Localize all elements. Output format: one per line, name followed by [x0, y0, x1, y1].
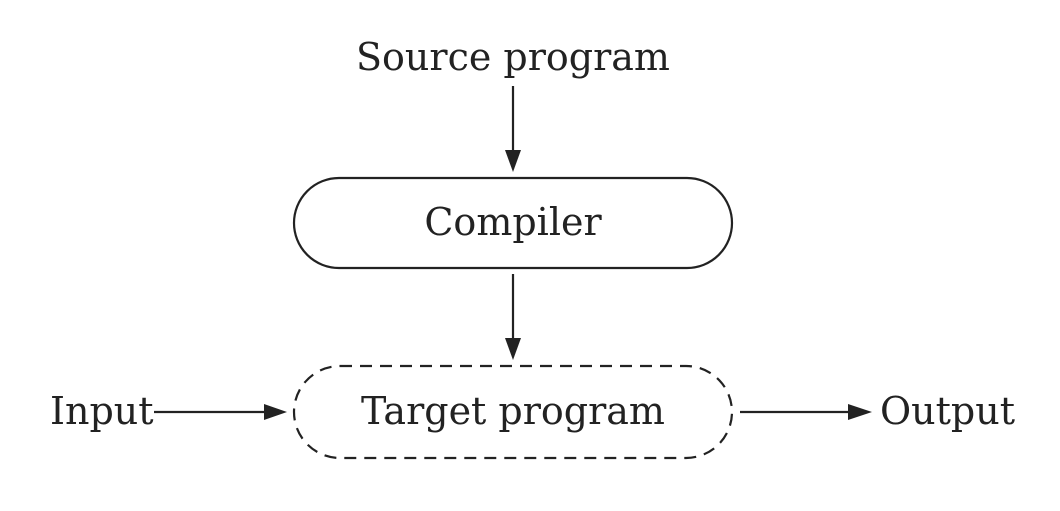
output-label: Output: [880, 389, 1015, 433]
arrow-target-to-output: [740, 404, 872, 420]
compiler-node: [292, 176, 734, 270]
compiler-label: Compiler: [424, 200, 602, 244]
input-label: Input: [50, 389, 154, 433]
arrow-source-to-compiler: [505, 86, 521, 172]
target-program-label: Target program: [361, 389, 665, 433]
arrow-input-to-target: [154, 404, 287, 420]
target-program-node: [292, 364, 734, 460]
source-program-label: Source program: [356, 35, 670, 79]
arrow-compiler-to-target: [505, 274, 521, 360]
